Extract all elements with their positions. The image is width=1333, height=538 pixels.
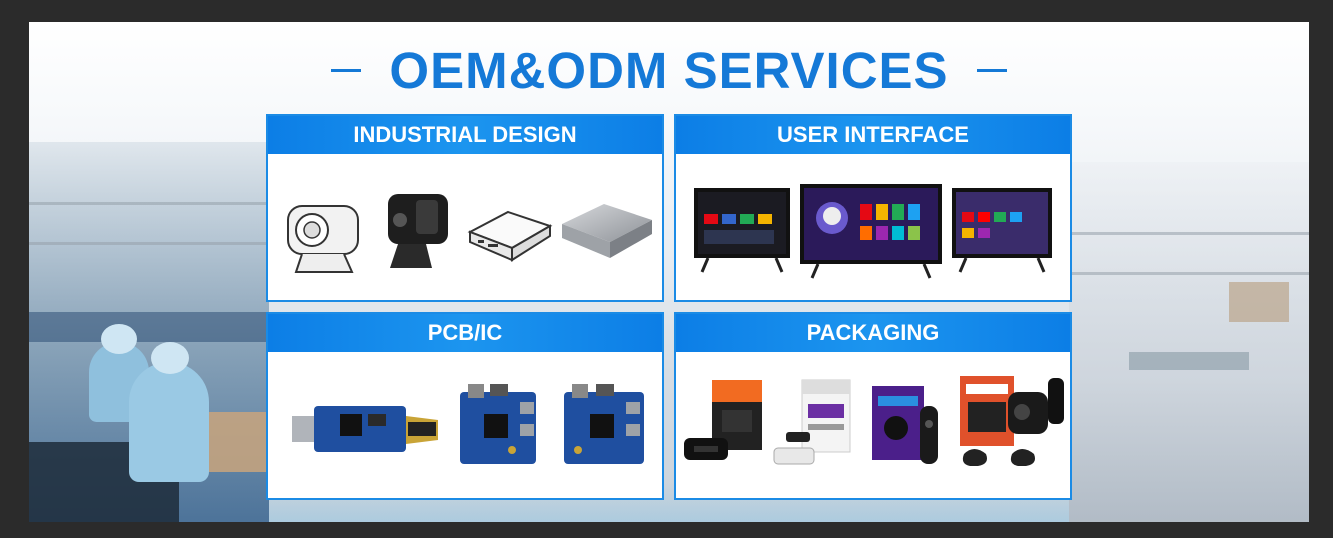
- card-images: [268, 154, 662, 300]
- projector-outline-image: [287, 205, 359, 273]
- card-packaging: PACKAGING: [674, 312, 1072, 500]
- smart-tv-android-image: [694, 188, 790, 273]
- tv-stick-package-image: [872, 386, 938, 464]
- card-title: INDUSTRIAL DESIGN: [268, 116, 662, 154]
- tv-box-white-image: [467, 210, 553, 262]
- services-banner: OEM&ODM SERVICES INDUSTRIAL DESIGN: [29, 22, 1309, 522]
- tv-stick-pcb-image: [292, 406, 438, 452]
- card-title: PACKAGING: [676, 314, 1070, 352]
- cardboard-box: [1229, 282, 1289, 322]
- banner-title: OEM&ODM SERVICES: [389, 41, 949, 99]
- title-row: OEM&ODM SERVICES: [29, 42, 1309, 98]
- workbench: [29, 312, 269, 342]
- title-dash-left: [331, 68, 362, 72]
- cardboard-box: [209, 412, 269, 472]
- smart-tv-apps-image: [952, 188, 1052, 273]
- shelf-line: [29, 202, 269, 205]
- workbench: [1129, 352, 1249, 370]
- tv-box-package-image: [684, 380, 762, 460]
- board-pcb-2-image: [564, 384, 644, 464]
- card-title: PCB/IC: [268, 314, 662, 352]
- projector-black-image: [388, 194, 448, 268]
- card-user-interface: USER INTERFACE: [674, 114, 1072, 302]
- card-images: [676, 352, 1070, 498]
- card-industrial-design: INDUSTRIAL DESIGN: [266, 114, 664, 302]
- projector-package-image: [960, 376, 1064, 466]
- card-title: USER INTERFACE: [676, 116, 1070, 154]
- title-dash-right: [976, 68, 1007, 72]
- shelf-line: [1069, 232, 1309, 235]
- shelf-line: [29, 242, 269, 245]
- card-pcb-ic: PCB/IC: [266, 312, 664, 500]
- worker-figure: [129, 342, 209, 482]
- shelf-line: [1069, 272, 1309, 275]
- mini-pc-silver-image: [562, 204, 652, 258]
- android-tv-box-package-image: [773, 379, 851, 465]
- board-pcb-1-image: [460, 384, 536, 464]
- smart-tv-gaming-image: [800, 184, 942, 279]
- card-images: [268, 352, 662, 498]
- factory-background-right: [1069, 162, 1309, 522]
- card-images: [676, 154, 1070, 300]
